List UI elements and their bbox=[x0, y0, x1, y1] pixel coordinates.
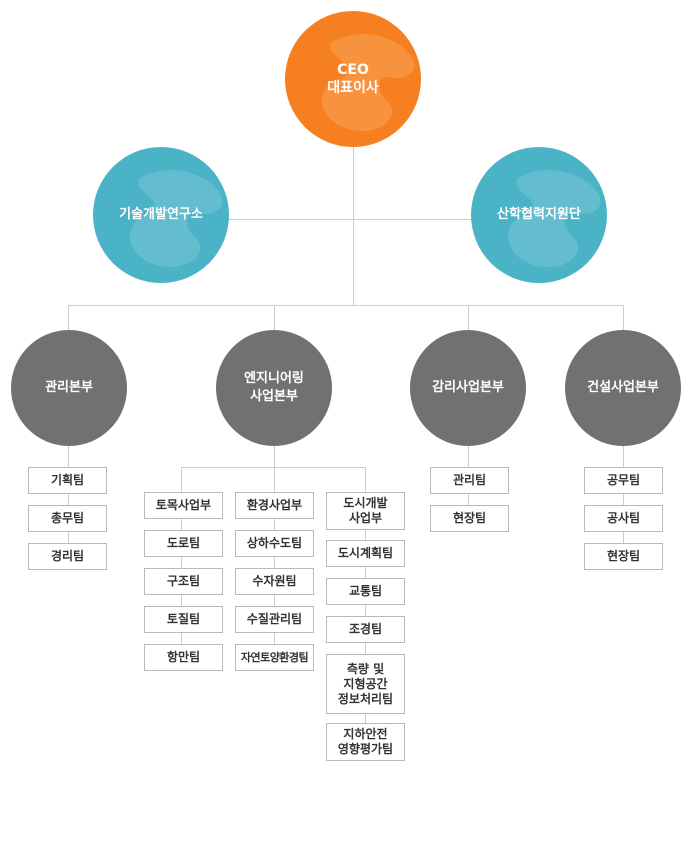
swirl-decoration-icon bbox=[322, 34, 415, 132]
environment-department-box: 환경사업부 bbox=[235, 492, 314, 519]
survey-team-box: 측량 및 지형공간 정보처리팀 bbox=[326, 654, 405, 714]
management-team-box: 경리팀 bbox=[28, 543, 107, 570]
civil-department-box: 토목사업부 bbox=[144, 492, 223, 519]
environment-team-box: 자연토양환경팀 bbox=[235, 644, 314, 671]
construction-team-box: 공무팀 bbox=[584, 467, 663, 494]
urban-team-box: 조경팀 bbox=[326, 616, 405, 643]
management-division-node: 관리본부 bbox=[11, 330, 127, 446]
civil-team-box: 토질팀 bbox=[144, 606, 223, 633]
construction-team-box: 현장팀 bbox=[584, 543, 663, 570]
environment-team-box: 상하수도팀 bbox=[235, 530, 314, 557]
engineering-division-label-line1: 엔지니어링 bbox=[244, 371, 304, 386]
civil-team-box: 도로팀 bbox=[144, 530, 223, 557]
management-team-box: 총무팀 bbox=[28, 505, 107, 532]
swirl-decoration-icon bbox=[508, 170, 601, 268]
survey-team-line1: 측량 및 bbox=[346, 661, 385, 676]
construction-team-box: 공사팀 bbox=[584, 505, 663, 532]
survey-team-line2: 지형공간 bbox=[343, 676, 388, 691]
cooperation-label: 산학협력지원단 bbox=[497, 207, 581, 222]
construction-division-label: 건설사업본부 bbox=[587, 380, 659, 395]
underground-team-line1: 지하안전 bbox=[343, 727, 388, 741]
survey-team-line3: 정보처리팀 bbox=[337, 691, 394, 706]
underground-team-box: 지하안전 영향평가팀 bbox=[326, 723, 405, 761]
management-team-box: 기획팀 bbox=[28, 467, 107, 494]
ceo-title-en: CEO bbox=[337, 62, 369, 78]
urban-department-label-line2: 사업부 bbox=[348, 511, 383, 525]
urban-department-label-line1: 도시개발 bbox=[343, 496, 388, 510]
swirl-decoration-icon bbox=[130, 170, 223, 268]
environment-team-box: 수질관리팀 bbox=[235, 606, 314, 633]
urban-team-box: 교통팀 bbox=[326, 578, 405, 605]
civil-team-box: 구조팀 bbox=[144, 568, 223, 595]
research-lab-label: 기술개발연구소 bbox=[119, 207, 203, 222]
research-lab-node: 기술개발연구소 bbox=[93, 147, 229, 283]
cooperation-node: 산학협력지원단 bbox=[471, 147, 607, 283]
engineering-division-label-line2: 사업본부 bbox=[250, 389, 298, 404]
ceo-node: CEO 대표이사 bbox=[285, 11, 421, 147]
supervision-team-box: 관리팀 bbox=[430, 467, 509, 494]
supervision-team-box: 현장팀 bbox=[430, 505, 509, 532]
urban-department-box: 도시개발 사업부 bbox=[326, 492, 405, 530]
management-division-label: 관리본부 bbox=[45, 380, 93, 395]
construction-division-node: 건설사업본부 bbox=[565, 330, 681, 446]
supervision-division-node: 감리사업본부 bbox=[410, 330, 526, 446]
environment-team-box: 수자원팀 bbox=[235, 568, 314, 595]
urban-team-box: 도시계획팀 bbox=[326, 540, 405, 567]
ceo-title-ko: 대표이사 bbox=[327, 80, 379, 96]
engineering-division-node: 엔지니어링 사업본부 bbox=[216, 330, 332, 446]
underground-team-line2: 영향평가팀 bbox=[337, 742, 394, 756]
supervision-division-label: 감리사업본부 bbox=[432, 380, 504, 395]
civil-team-box: 항만팀 bbox=[144, 644, 223, 671]
